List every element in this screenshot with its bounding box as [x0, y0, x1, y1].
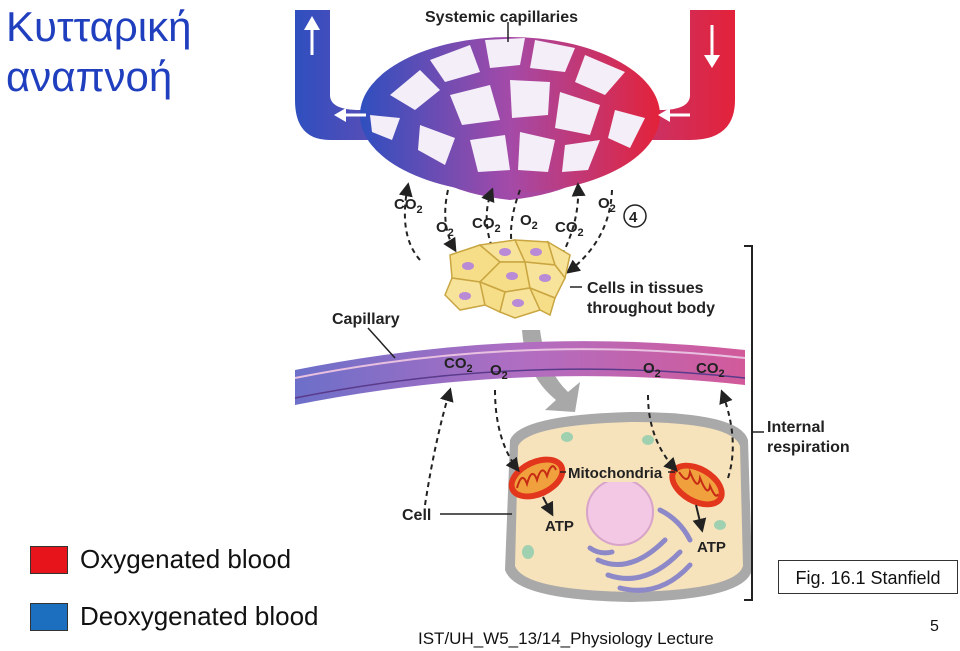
sub-3: 2 — [495, 223, 501, 235]
vesicles — [522, 432, 726, 559]
cell-label: Cell — [402, 507, 431, 524]
gas-co2-1: CO — [394, 196, 417, 213]
mitochondria-label: Mitochondria — [568, 465, 663, 482]
sub-7: 2 — [467, 363, 473, 375]
atp-left-label: ATP — [545, 518, 574, 535]
svg-text:O2: O2 — [436, 219, 454, 239]
gas-co2-2: CO — [472, 215, 495, 232]
respiration-label: respiration — [767, 439, 850, 456]
gas-o2-1: O — [436, 219, 448, 236]
sub-9: 2 — [655, 368, 661, 380]
step-number: 4 — [629, 209, 638, 226]
gas-co2-4: CO — [444, 355, 467, 372]
mitochondrion-right — [669, 462, 725, 508]
sub-1: 2 — [417, 204, 423, 216]
svg-text:CO2: CO2 — [555, 219, 584, 239]
sub-8: 2 — [502, 370, 508, 382]
svg-text:O2: O2 — [598, 195, 616, 215]
gas-o2-2: O — [520, 212, 532, 229]
title-line-2: αναπνοή — [6, 53, 173, 100]
throughout-body-label: throughout body — [587, 300, 715, 317]
gas-o2-5: O — [643, 360, 655, 377]
oxygenated-swatch — [30, 545, 68, 574]
capillary-vessel — [294, 341, 746, 405]
svg-text:O2: O2 — [643, 360, 661, 380]
page-number: 5 — [930, 618, 939, 635]
sub-6: 2 — [610, 203, 616, 215]
oxygenated-label: Oxygenated blood — [80, 544, 292, 574]
legend-oxygenated: Oxygenated blood — [30, 544, 291, 575]
title-line-1: Κυτταρική — [6, 3, 192, 50]
deoxygenated-label: Deoxygenated blood — [80, 601, 319, 631]
atp-right-label: ATP — [697, 539, 726, 556]
svg-text:O2: O2 — [490, 362, 508, 382]
svg-text:CO2: CO2 — [472, 215, 501, 235]
sub-10: 2 — [719, 368, 725, 380]
svg-text:CO2: CO2 — [444, 355, 473, 375]
sub-4: 2 — [532, 220, 538, 232]
tissue-cells — [444, 239, 571, 319]
footer: IST/UH_W5_13/14_Physiology Lecture — [418, 629, 714, 648]
gas-o2-4: O — [490, 362, 502, 379]
internal-label: Internal — [767, 419, 825, 436]
figure-reference: Fig. 16.1 Stanfield — [778, 560, 958, 594]
svg-text:CO2: CO2 — [394, 196, 423, 216]
gas-o2-3: O — [598, 195, 610, 212]
gas-co2-5: CO — [696, 360, 719, 377]
mitochondrion-left — [508, 456, 566, 500]
lower-exchange-arrows — [424, 387, 734, 506]
deoxygenated-swatch — [30, 602, 68, 631]
slide-title: Κυτταρική αναπνοή — [6, 2, 191, 102]
lower-gas-labels: CO2 O2 O2 CO2 — [444, 355, 725, 382]
legend-deoxygenated: Deoxygenated blood — [30, 601, 319, 632]
sub-5: 2 — [578, 227, 584, 239]
nucleus — [586, 478, 654, 546]
internal-respiration-bracket — [744, 245, 753, 601]
svg-text:CO2: CO2 — [696, 360, 725, 380]
systemic-capillaries-bed — [295, 10, 735, 200]
upper-gas-labels: CO2 O2 CO2 O2 CO2 O2 — [394, 195, 616, 239]
step-number-circle — [623, 204, 647, 228]
gas-co2-3: CO — [555, 219, 578, 236]
svg-text:O2: O2 — [520, 212, 538, 232]
body-cell — [505, 412, 752, 602]
capillary-label: Capillary — [332, 311, 400, 328]
golgi-er — [587, 507, 693, 593]
sub-2: 2 — [448, 227, 454, 239]
cells-in-tissues-label: Cells in tissues — [587, 280, 704, 297]
systemic-capillaries-label: Systemic capillaries — [425, 9, 578, 26]
